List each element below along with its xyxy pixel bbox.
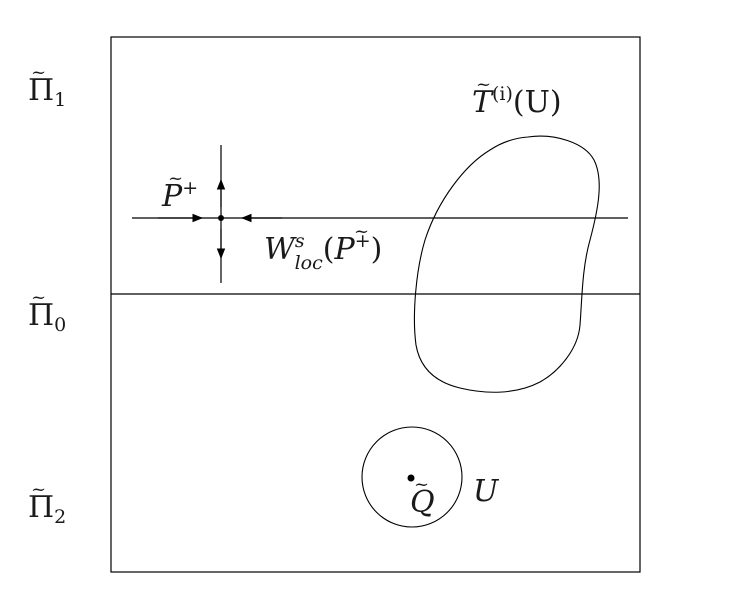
outer-frame (110, 36, 641, 573)
svg-text:Π1: Π1 (28, 73, 66, 111)
svg-text:~: ~ (31, 479, 46, 500)
point-q-dot (407, 474, 415, 482)
svg-text:Π2: Π2 (28, 490, 66, 528)
svg-text:~: ~ (31, 62, 46, 83)
label-set-u: U (473, 474, 500, 509)
svg-text:~: ~ (31, 287, 46, 308)
label-pi0: Π0 ~ (28, 287, 66, 336)
set-u-circle (361, 426, 463, 528)
label-pi2: Π2 ~ (28, 479, 66, 528)
svg-text:Q: Q (410, 485, 435, 520)
fixed-point-dot (218, 215, 224, 221)
label-image-of-u: T(i)(U) ~ (472, 74, 562, 120)
label-fixed-point: P+ ~ (161, 168, 198, 214)
image-region-blob (413, 135, 600, 393)
svg-text:P+: P+ (161, 177, 198, 214)
svg-text:T(i)(U): T(i)(U) (472, 83, 562, 120)
svg-text:Π0: Π0 (28, 298, 66, 336)
svg-text:~: ~ (414, 474, 429, 495)
svg-text:~: ~ (354, 221, 369, 242)
label-point-q: Q ~ (410, 474, 435, 520)
svg-text:~: ~ (476, 74, 491, 95)
label-pi1: Π1 ~ (28, 62, 66, 111)
svg-text:~: ~ (168, 168, 183, 189)
